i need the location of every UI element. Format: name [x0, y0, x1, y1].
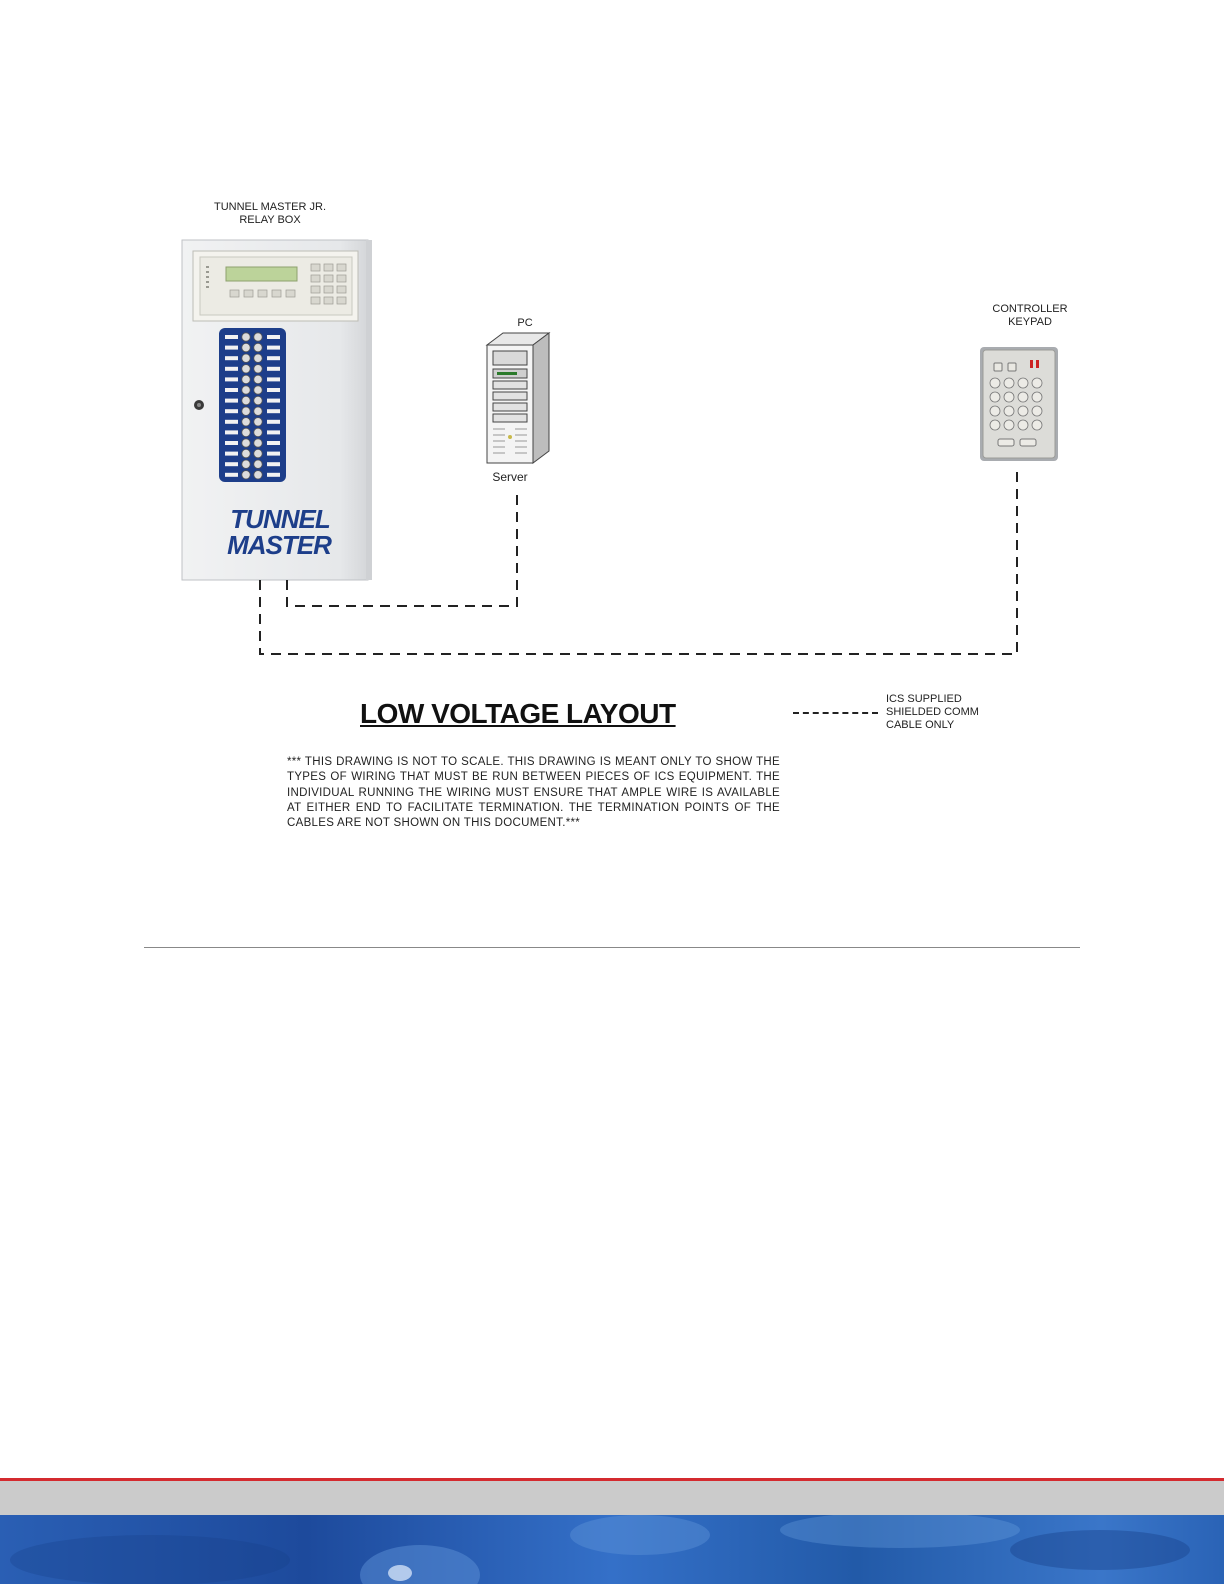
footer-gray-band: [0, 1481, 1224, 1515]
server-icon: [485, 332, 551, 464]
legend-label: ICS SUPPLIED SHIELDED COMM CABLE ONLY: [886, 693, 979, 731]
pc-label: PC: [517, 317, 533, 329]
server-label: Server: [492, 470, 528, 484]
relay-box-label: TUNNEL MASTER JR. RELAY BOX: [213, 201, 327, 226]
footer-red-stripe: [0, 1478, 1224, 1481]
relay-box-image: TUNNEL MASTER: [181, 239, 372, 581]
legend-dashed-line: [793, 712, 878, 714]
disclaimer-note: *** THIS DRAWING IS NOT TO SCALE. THIS D…: [287, 756, 780, 830]
keypad-image: [980, 347, 1058, 461]
footer-blue-band: [0, 1515, 1224, 1584]
divider: [144, 947, 1080, 948]
page-title: LOW VOLTAGE LAYOUT: [360, 698, 676, 729]
keypad-label: CONTROLLER KEYPAD: [992, 303, 1068, 328]
svg-text:MASTER: MASTER: [227, 530, 332, 560]
